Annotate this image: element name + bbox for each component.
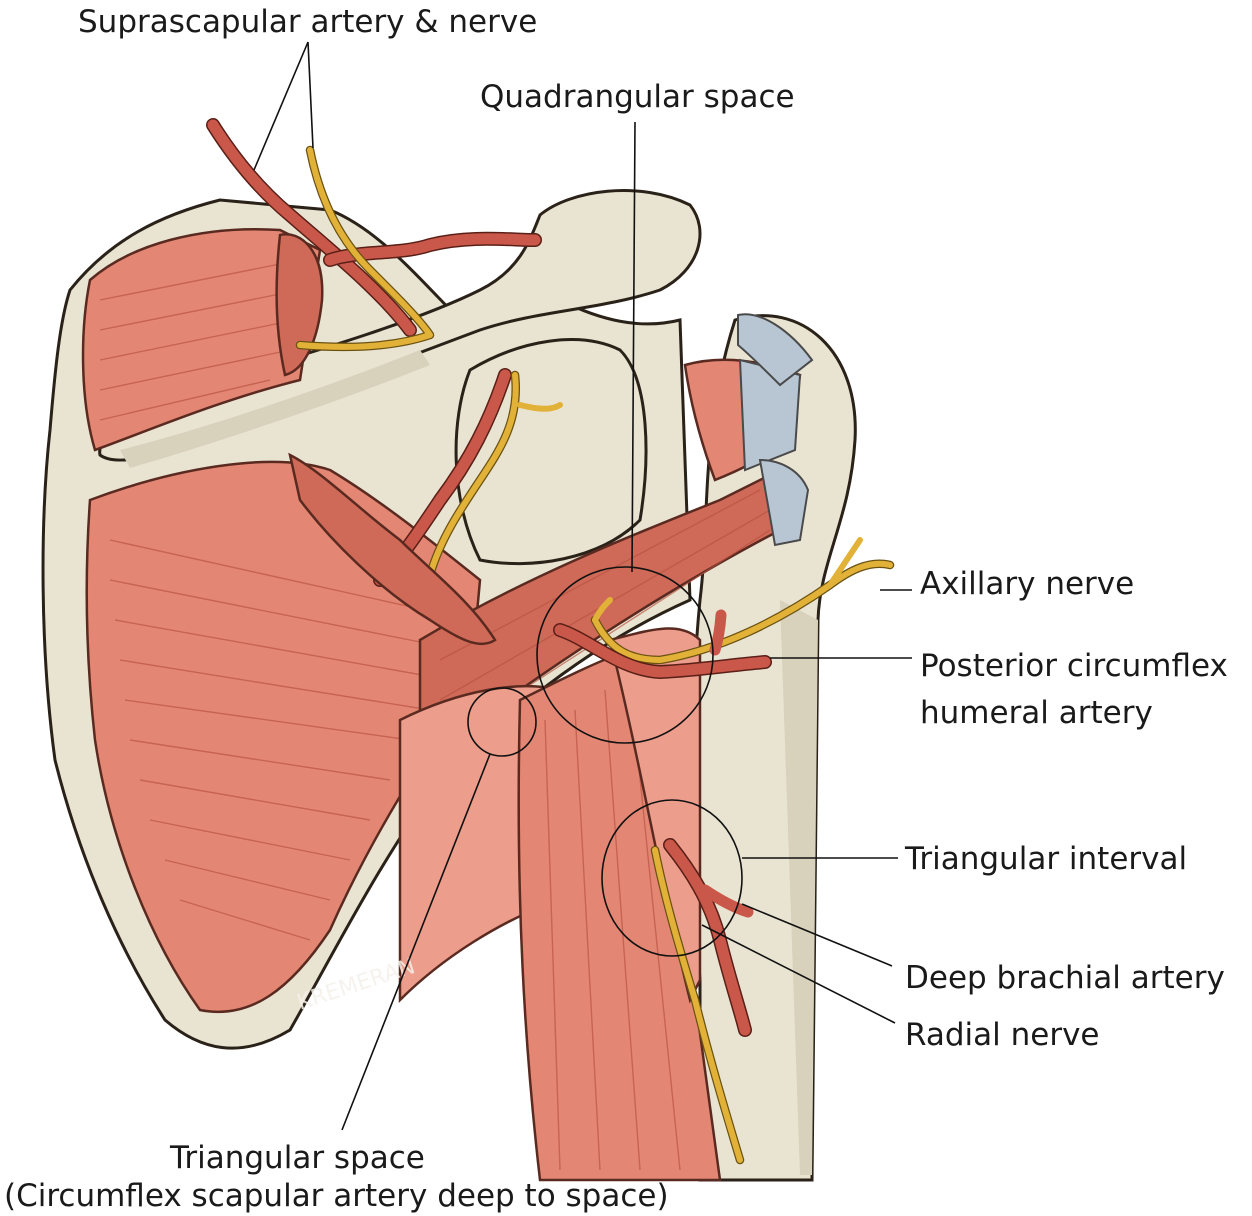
label-quadrangular-space: Quadrangular space xyxy=(480,79,795,115)
quadrangular-space-circle xyxy=(536,566,714,744)
leader-triangular-space xyxy=(341,753,491,1131)
glenoid-neck xyxy=(454,338,648,566)
leader-lines xyxy=(253,41,912,1131)
leader-suprascapular-nerve xyxy=(307,41,314,149)
labels: Suprascapular artery & nerve Quadrangula… xyxy=(4,4,1228,1214)
label-posterior-circumflex-1: Posterior circumflex xyxy=(920,648,1228,684)
label-triangular-interval: Triangular interval xyxy=(904,841,1187,877)
supraspinatus-muscle xyxy=(81,228,324,452)
label-posterior-circumflex-2: humeral artery xyxy=(920,695,1153,731)
label-triangular-space-2: (Circumflex scapular artery deep to spac… xyxy=(4,1178,669,1214)
leader-suprascapular-artery xyxy=(253,41,309,171)
illustration: KREMERAN xyxy=(41,118,895,1182)
label-triangular-space-1: Triangular space xyxy=(169,1140,425,1176)
region-circles xyxy=(467,566,743,957)
label-suprascapular: Suprascapular artery & nerve xyxy=(78,4,537,40)
rotator-cuff-tendons xyxy=(683,313,814,547)
leader-quadrangular xyxy=(631,121,636,573)
brachial-bundle xyxy=(650,838,754,1165)
triangular-space-circle xyxy=(467,687,537,757)
label-axillary-nerve: Axillary nerve xyxy=(920,566,1134,602)
label-deep-brachial-artery: Deep brachial artery xyxy=(905,960,1225,996)
suprascapular-vessels xyxy=(206,118,542,352)
leader-radial-nerve xyxy=(701,924,896,1024)
infraspinatus-muscle xyxy=(85,460,482,1014)
circumflex-scapular-branches xyxy=(288,368,563,646)
label-radial-nerve: Radial nerve xyxy=(905,1017,1100,1053)
triangular-interval-circle xyxy=(601,799,743,957)
leader-deep-brachial xyxy=(741,903,893,967)
axillary-bundle xyxy=(553,537,895,679)
triceps-long-head xyxy=(517,648,722,1182)
